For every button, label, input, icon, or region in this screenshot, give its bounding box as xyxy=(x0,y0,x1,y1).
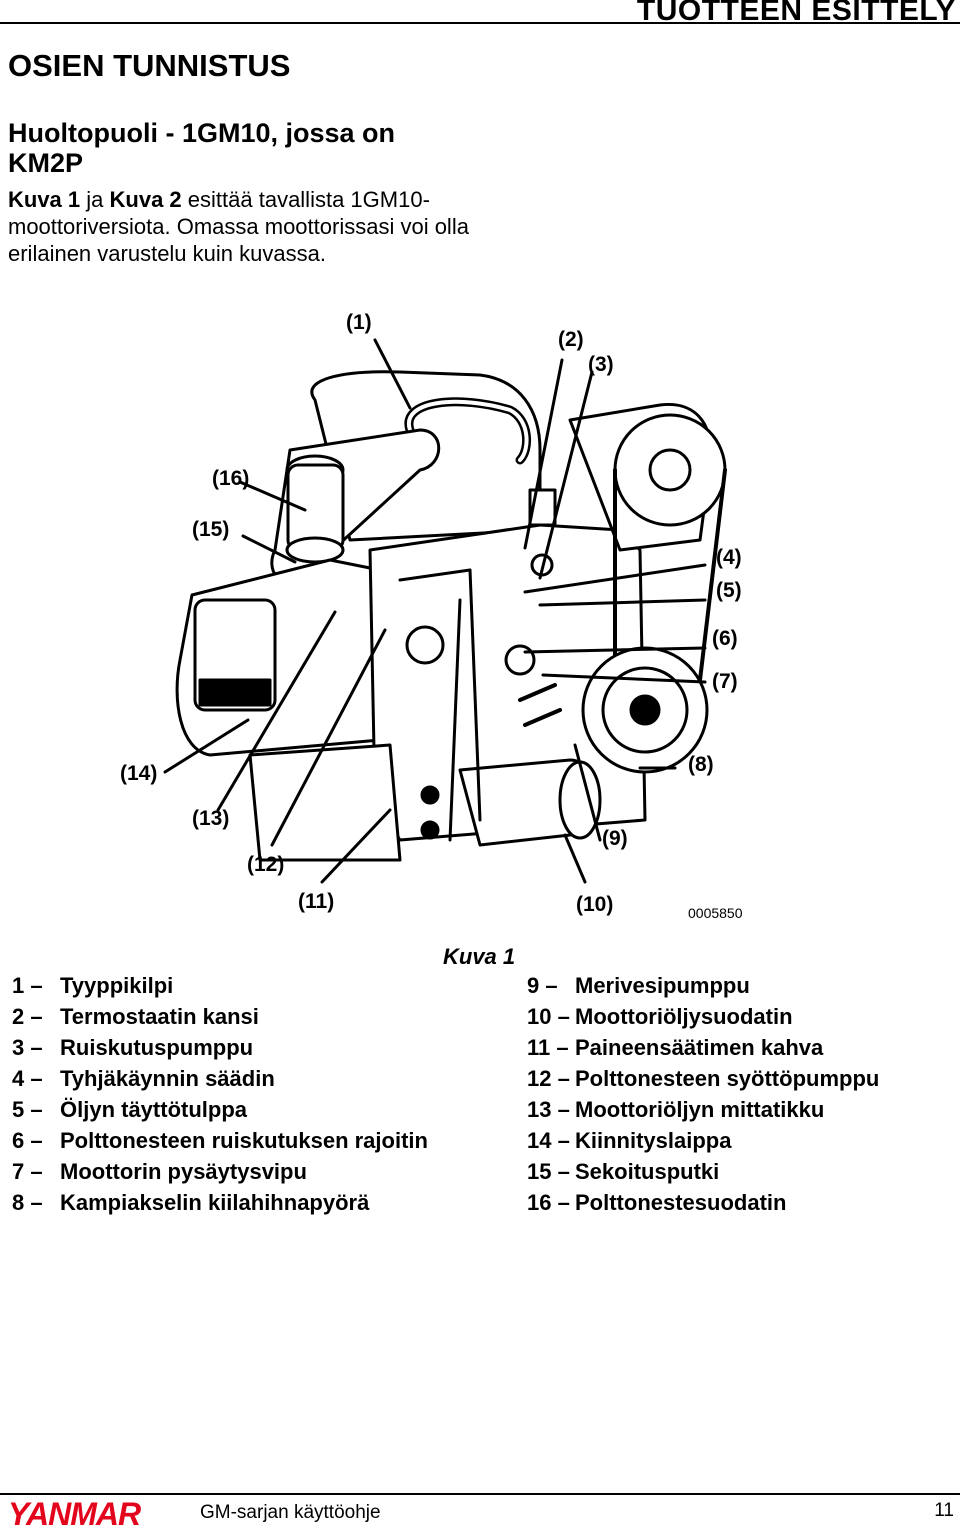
legend-label: Moottoriöljyn mittatikku xyxy=(575,1097,825,1122)
legend-label: Ruiskutuspumppu xyxy=(60,1035,254,1060)
header-rule xyxy=(0,22,960,24)
callout-7: (7) xyxy=(712,670,738,693)
legend-item: 12 –Polttonesteen syöttöpumppu xyxy=(527,1065,879,1096)
legend-item: 15 –Sekoitusputki xyxy=(527,1158,879,1189)
callout-10: (10) xyxy=(576,893,614,916)
callout-1: (1) xyxy=(346,311,372,334)
legend-num: 15 – xyxy=(527,1159,570,1184)
legend-item: 9 – Merivesipumppu xyxy=(527,972,879,1003)
callout-5: (5) xyxy=(716,579,742,602)
callout-14: (14) xyxy=(120,762,158,785)
engine-figure: (1) (2) (3) (16) (15) (4) (5) (6) (7) (1… xyxy=(100,300,800,930)
legend-label: Moottorin pysäytysvipu xyxy=(60,1159,307,1184)
legend-label: Tyhjäkäynnin säädin xyxy=(60,1066,275,1091)
legend-num: 6 – xyxy=(12,1128,43,1153)
legend-label: Öljyn täyttötulppa xyxy=(60,1097,247,1122)
legend-label: Merivesipumppu xyxy=(575,973,750,998)
callout-15: (15) xyxy=(192,518,230,541)
callout-2: (2) xyxy=(558,328,584,351)
legend-label: Moottoriöljysuodatin xyxy=(575,1004,793,1029)
yanmar-logo: YANMAR xyxy=(8,1496,141,1532)
section-title: OSIEN TUNNISTUS xyxy=(8,48,291,83)
legend-num: 11 – xyxy=(527,1035,569,1060)
legend-num: 4 – xyxy=(12,1066,43,1091)
legend-item: 16 –Polttonestesuodatin xyxy=(527,1189,879,1220)
figure-caption: Kuva 1 xyxy=(443,944,516,969)
legend-item: 14 –Kiinnityslaippa xyxy=(527,1127,879,1158)
legend-num: 12 – xyxy=(527,1066,570,1091)
callout-16: (16) xyxy=(212,467,250,490)
legend-num: 16 – xyxy=(527,1190,570,1215)
legend-right: 9 – Merivesipumppu 10 –Moottoriöljysuodat… xyxy=(527,972,879,1220)
legend-num: 5 – xyxy=(12,1097,43,1122)
intro-paragraph: Kuva 1 ja Kuva 2 esittää tavallista 1GM1… xyxy=(8,186,478,267)
legend-num: 9 – xyxy=(527,973,558,998)
callout-4: (4) xyxy=(716,546,742,569)
legend-item: 13 –Moottoriöljyn mittatikku xyxy=(527,1096,879,1127)
legend-label: Kiinnityslaippa xyxy=(575,1128,732,1153)
header-title: TUOTTEEN ESITTELY xyxy=(636,0,956,27)
callout-11: (11) xyxy=(298,890,335,913)
callout-12: (12) xyxy=(247,853,285,876)
legend-num: 1 – xyxy=(12,973,43,998)
legend-label: Polttonesteen ruiskutuksen rajoitin xyxy=(60,1128,428,1153)
legend-num: 7 – xyxy=(12,1159,43,1184)
legend-num: 2 – xyxy=(12,1004,43,1029)
legend-label: Kampiakselin kiilahihnapyörä xyxy=(60,1190,370,1215)
legend-label: Termostaatin kansi xyxy=(60,1004,259,1029)
legend-item: 1 – Tyyppikilpi xyxy=(12,972,428,1003)
intro-text-1: ja xyxy=(80,187,110,212)
figure-ref-1: Kuva 1 xyxy=(8,187,81,212)
sub-title: Huoltopuoli - 1GM10, jossa on KM2P xyxy=(8,118,396,178)
legend-item: 11 –Paineensäätimen kahva xyxy=(527,1034,879,1065)
legend-item: 8 – Kampiakselin kiilahihnapyörä xyxy=(12,1189,428,1220)
page-number: 11 xyxy=(934,1500,954,1521)
legend-num: 10 – xyxy=(527,1004,570,1029)
legend-item: 3 – Ruiskutuspumppu xyxy=(12,1034,428,1065)
legend-label: Sekoitusputki xyxy=(575,1159,720,1184)
figure-code: 0005850 xyxy=(688,905,743,921)
engine-drawing xyxy=(163,338,727,884)
callout-13: (13) xyxy=(192,807,230,830)
callout-6: (6) xyxy=(712,627,738,650)
legend-label: Polttonestesuodatin xyxy=(575,1190,787,1215)
figure-ref-2: Kuva 2 xyxy=(109,187,182,212)
legend-num: 13 – xyxy=(527,1097,570,1122)
legend-item: 6 – Polttonesteen ruiskutuksen rajoitin xyxy=(12,1127,428,1158)
legend-item: 10 –Moottoriöljysuodatin xyxy=(527,1003,879,1034)
intro-text-2: esittää tavallista 1GM10-moottoriversiot… xyxy=(8,187,469,266)
legend-num: 14 – xyxy=(527,1128,570,1153)
footer-doc-title: GM-sarjan käyttöohje xyxy=(200,1502,381,1523)
legend-left: 1 – Tyyppikilpi 2 – Termostaatin kansi 3 –… xyxy=(12,972,428,1220)
legend-item: 7 – Moottorin pysäytysvipu xyxy=(12,1158,428,1189)
legend-label: Paineensäätimen kahva xyxy=(575,1035,824,1060)
legend-label: Polttonesteen syöttöpumppu xyxy=(575,1066,880,1091)
legend-item: 4 – Tyhjäkäynnin säädin xyxy=(12,1065,428,1096)
callout-8: (8) xyxy=(688,753,714,776)
legend-item: 2 – Termostaatin kansi xyxy=(12,1003,428,1034)
footer-rule xyxy=(0,1493,960,1495)
legend-label: Tyyppikilpi xyxy=(60,973,174,998)
callout-9: (9) xyxy=(602,827,628,850)
callout-3: (3) xyxy=(588,353,614,376)
legend-item: 5 – Öljyn täyttötulppa xyxy=(12,1096,428,1127)
legend-num: 3 – xyxy=(12,1035,43,1060)
legend-num: 8 – xyxy=(12,1190,43,1215)
